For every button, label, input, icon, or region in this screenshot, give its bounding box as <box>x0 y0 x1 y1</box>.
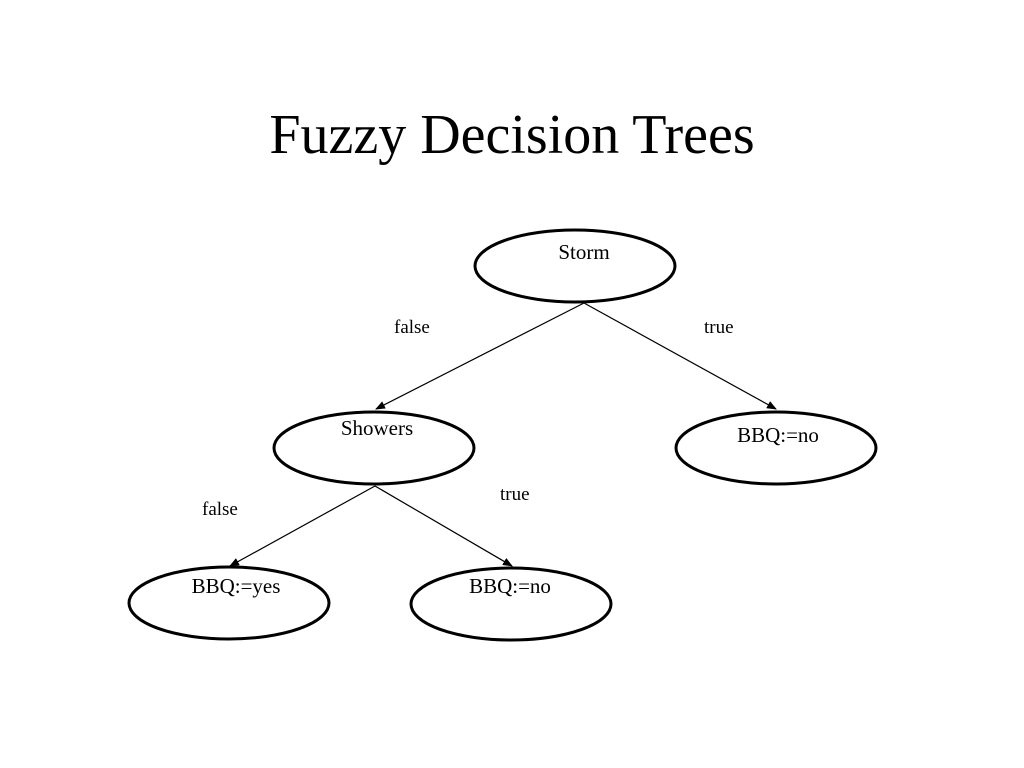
edge-label-storm-false: false <box>394 317 430 338</box>
node-label-storm: Storm <box>558 240 609 264</box>
edge-label-showers-false: false <box>202 499 238 520</box>
edge-label-storm-true: true <box>704 317 734 338</box>
edge-storm-showers <box>375 302 585 410</box>
node-bbq-no-bottom: BBQ:=no <box>409 566 613 642</box>
slide-title: Fuzzy Decision Trees <box>269 104 755 166</box>
edge-storm-bbq-no <box>583 302 777 410</box>
node-label-bbq-yes: BBQ:=yes <box>192 574 281 598</box>
node-storm: Storm <box>473 228 677 304</box>
node-label-showers: Showers <box>341 416 413 440</box>
edge-showers-bbq-yes <box>229 485 376 567</box>
edge-label-showers-true: true <box>500 484 530 505</box>
node-showers: Showers <box>272 410 476 486</box>
node-label-bbq-no-bottom: BBQ:=no <box>469 574 551 598</box>
node-label-bbq-no-right: BBQ:=no <box>737 423 819 447</box>
edge-showers-bbq-no <box>374 485 513 567</box>
node-bbq-no-right: BBQ:=no <box>674 410 878 486</box>
node-bbq-yes: BBQ:=yes <box>127 565 331 641</box>
